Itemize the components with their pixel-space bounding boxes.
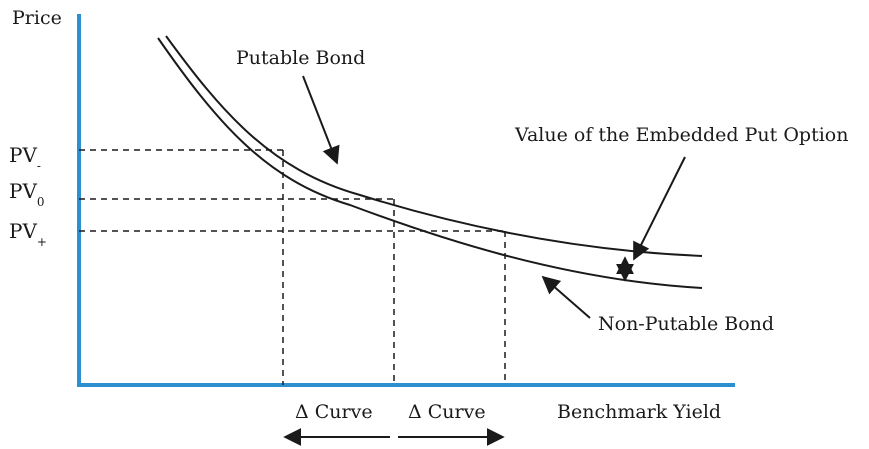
putable-bond-label: Putable Bond: [236, 47, 365, 69]
x-axis-label: Benchmark Yield: [557, 401, 721, 423]
pv-plus-label: PV+: [9, 219, 47, 249]
putable-bond-pointer-arrow: [302, 75, 340, 165]
non-putable-pointer-arrow: [541, 275, 591, 319]
non-putable-bond-curve: [157, 37, 703, 289]
pv-zero-label: PV0: [9, 179, 45, 209]
embedded-put-option-label: Value of the Embedded Put Option: [514, 124, 848, 146]
y-axis-label: Price: [12, 7, 62, 29]
non-putable-bond-label: Non-Putable Bond: [598, 313, 774, 335]
putable-bond-curve: [165, 35, 703, 257]
pv-minus-label: PV-: [9, 143, 41, 173]
delta-curve-right-label: Δ Curve: [408, 401, 486, 423]
option-pointer-arrow: [633, 156, 686, 261]
delta-curve-left-label: Δ Curve: [295, 401, 373, 423]
